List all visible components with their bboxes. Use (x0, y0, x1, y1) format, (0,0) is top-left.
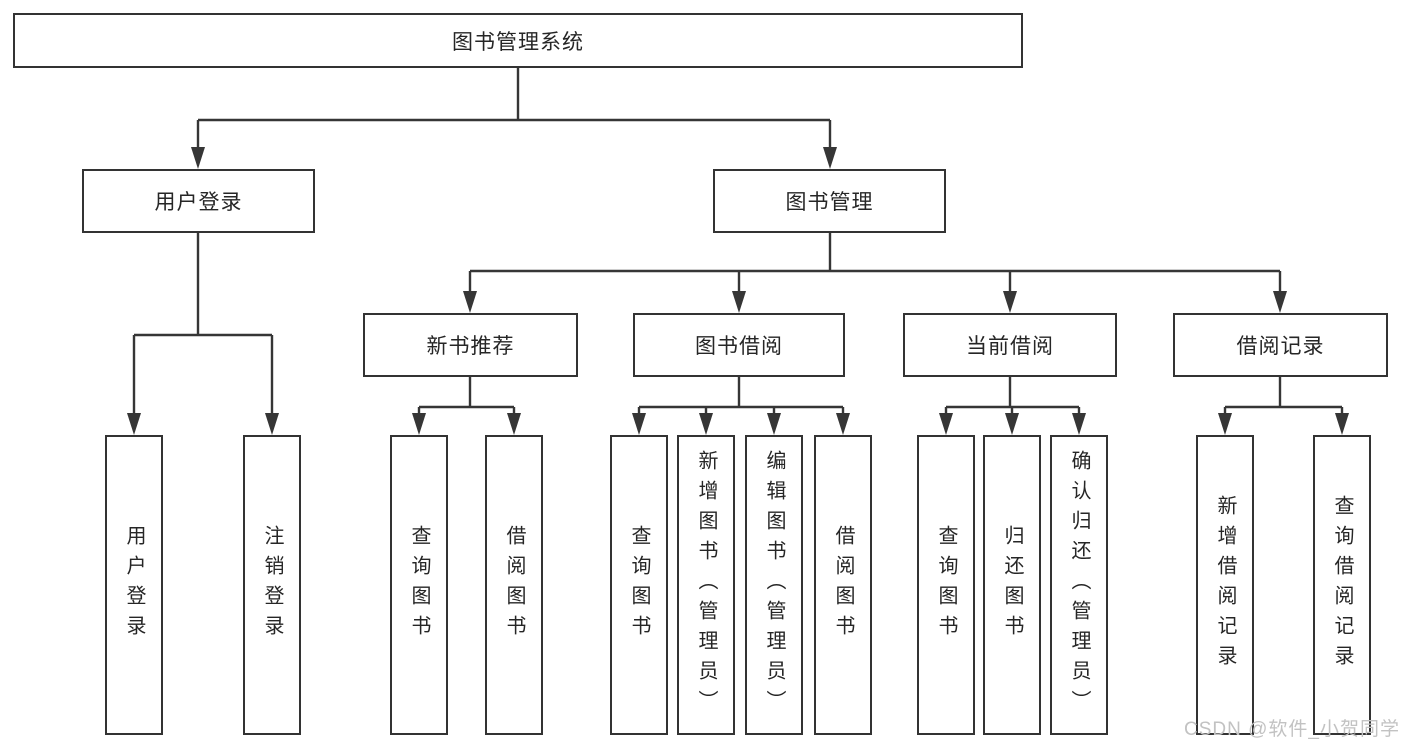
node-leaf-add-book-admin: 新增图书（管理员） (677, 435, 735, 735)
node-current-borrowing: 当前借阅 (903, 313, 1117, 377)
node-library-system: 图书管理系统 (13, 13, 1023, 68)
connector-user-login-to-leaves (127, 233, 279, 435)
node-leaf-query-books-3-label: 查询图书 (935, 525, 957, 645)
node-leaf-query-books-2: 查询图书 (610, 435, 668, 735)
node-leaf-logout-label: 注销登录 (261, 525, 283, 645)
node-leaf-edit-book-admin: 编辑图书（管理员） (745, 435, 803, 735)
node-leaf-add-borrow-record: 新增借阅记录 (1196, 435, 1254, 735)
node-borrowing-records: 借阅记录 (1173, 313, 1388, 377)
node-leaf-edit-book-admin-label: 编辑图书（管理员） (763, 450, 785, 720)
node-leaf-query-books-1-label: 查询图书 (408, 525, 430, 645)
connector-book-borrowing-to-leaves (632, 377, 850, 435)
node-book-borrowing-label: 图书借阅 (695, 335, 783, 358)
connector-root-to-level2 (191, 68, 837, 169)
node-user-login-label: 用户登录 (154, 191, 243, 214)
node-library-system-label: 图书管理系统 (452, 30, 584, 54)
node-leaf-logout: 注销登录 (243, 435, 301, 735)
node-leaf-borrow-books-2-label: 借阅图书 (832, 525, 854, 645)
node-leaf-query-books-1: 查询图书 (390, 435, 448, 735)
node-book-borrowing: 图书借阅 (633, 313, 845, 377)
node-leaf-query-borrow-record-label: 查询借阅记录 (1331, 495, 1353, 675)
node-leaf-borrow-books-1-label: 借阅图书 (503, 525, 525, 645)
node-leaf-add-book-admin-label: 新增图书（管理员） (695, 450, 717, 720)
node-leaf-query-books-3: 查询图书 (917, 435, 975, 735)
node-leaf-return-books-label: 归还图书 (1001, 525, 1023, 645)
node-leaf-return-books: 归还图书 (983, 435, 1041, 735)
node-leaf-confirm-return-admin-label: 确认归还（管理员） (1068, 450, 1090, 720)
connector-new-book-recommend-to-leaves (412, 377, 521, 435)
node-user-login: 用户登录 (82, 169, 315, 233)
node-book-management: 图书管理 (713, 169, 946, 233)
node-leaf-borrow-books-1: 借阅图书 (485, 435, 543, 735)
node-new-book-recommend-label: 新书推荐 (426, 335, 515, 358)
node-book-management-label: 图书管理 (785, 191, 874, 214)
connector-current-borrowing-to-leaves (939, 377, 1086, 435)
node-leaf-query-books-2-label: 查询图书 (628, 525, 650, 645)
connector-borrowing-records-to-leaves (1218, 377, 1349, 435)
node-leaf-add-borrow-record-label: 新增借阅记录 (1214, 495, 1236, 675)
node-borrowing-records-label: 借阅记录 (1236, 335, 1325, 358)
node-leaf-user-login-label: 用户登录 (123, 525, 145, 645)
node-current-borrowing-label: 当前借阅 (966, 335, 1054, 358)
node-leaf-confirm-return-admin: 确认归还（管理员） (1050, 435, 1108, 735)
node-new-book-recommend: 新书推荐 (363, 313, 578, 377)
node-leaf-borrow-books-2: 借阅图书 (814, 435, 872, 735)
connector-book-management-to-level3 (463, 233, 1287, 313)
node-leaf-user-login: 用户登录 (105, 435, 163, 735)
node-leaf-query-borrow-record: 查询借阅记录 (1313, 435, 1371, 735)
